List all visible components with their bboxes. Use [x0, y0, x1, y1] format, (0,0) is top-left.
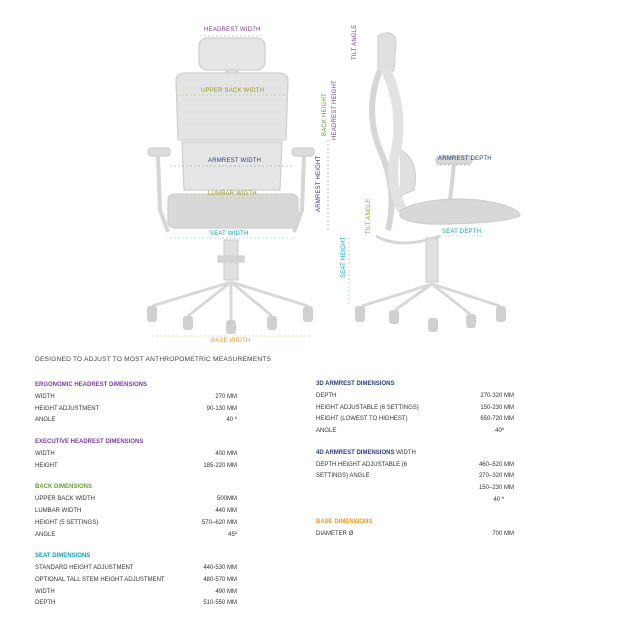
seat-depth-label: SEAT DEPTH — [442, 229, 482, 235]
base-width-label: BASE WIDTH — [211, 338, 251, 344]
section-title: SEAT DIMENSIONS — [35, 553, 91, 560]
spec-row: UPPER BACK WIDTH500mm — [35, 496, 237, 503]
seat-dimensions-section: SEAT DIMENSIONS STANDARD HEIGHT ADJUSTME… — [35, 553, 237, 610]
spec-row: 150–230 mm — [478, 485, 514, 492]
seat-height-label: SEAT HEIGHT — [341, 236, 347, 278]
back-dimensions-section: BACK DIMENSIONS UPPER BACK WIDTH500mm LU… — [35, 484, 237, 541]
4d-armrest-section: 4D ARMREST DIMENSIONS WIDTH DEPTH HEIGHT… — [316, 450, 514, 507]
tilt-angle-mid-label: TILT ANGLE — [366, 198, 372, 234]
spec-row: HEIGHT (LOWEST TO HIGHEST)650-720 mm — [316, 416, 514, 423]
upper-back-width-label: UPPER BACK WIDTH — [201, 88, 265, 94]
section-title: BACK DIMENSIONS — [35, 484, 93, 491]
section-title: 4D ARMREST DIMENSIONS WIDTH — [316, 449, 416, 456]
section-title: BASE DIMENSIONS — [316, 518, 373, 525]
seat-width-label: SEAT WIDTH — [210, 231, 249, 237]
front-view-chair — [147, 37, 315, 334]
armrest-height-label: ARMREST HEIGHT — [316, 155, 322, 212]
chair-illustration — [147, 32, 521, 337]
section-title: ERGONOMIC HEADREST DIMENSIONS — [35, 382, 148, 388]
headrest-height-label: HEADREST HEIGHT — [332, 80, 338, 140]
section-title: EXECUTIVE HEADREST DIMENSIONS — [35, 439, 144, 446]
side-view-chair — [355, 32, 521, 332]
tilt-angle-top-label: TILT ANGLE — [352, 24, 358, 60]
lumbar-width-label: LUMBAR WIDTH — [208, 191, 257, 197]
chair-diagram: HEADREST WIDTH UPPER BACK WIDTH ARMREST … — [147, 24, 521, 344]
spec-row: HEIGHT (5 SETTINGS)570–620 mm — [35, 519, 237, 526]
section-title: 3D ARMREST DIMENSIONS — [316, 381, 395, 387]
intro-text: DESIGNED TO ADJUST TO MOST ANTHROPOMETRI… — [35, 356, 272, 363]
spec-row: HEIGHT ADJUSTABLE (6 SETTINGS)150-230 mm — [316, 404, 514, 411]
armrest-depth-label: ARMREST DEPTH — [438, 156, 492, 162]
spec-row: DIAMETER ø700 mm — [316, 530, 514, 537]
spec-row: 40 º — [493, 496, 504, 503]
side-measure-lines — [327, 140, 482, 306]
armrest-width-label: ARMREST WIDTH — [208, 158, 262, 164]
back-height-label: BACK HEIGHT — [322, 93, 328, 136]
front-measure-lines — [152, 35, 310, 337]
base-dimensions-section: BASE DIMENSIONS DIAMETER ø700 mm — [316, 519, 514, 541]
headrest-width-label: HEADREST WIDTH — [204, 27, 261, 33]
